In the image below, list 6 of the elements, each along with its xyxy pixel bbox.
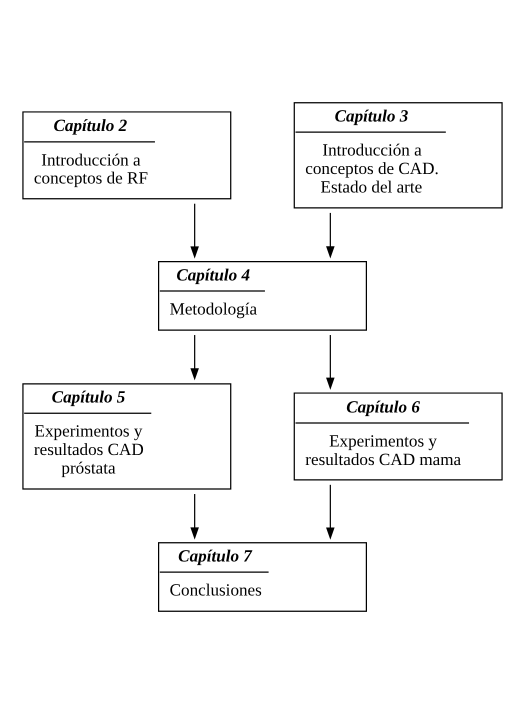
arrow (326, 212, 335, 258)
arrow (326, 334, 335, 390)
arrow (190, 203, 199, 258)
arrow (190, 334, 199, 380)
arrow (326, 484, 335, 540)
arrow (190, 494, 199, 540)
